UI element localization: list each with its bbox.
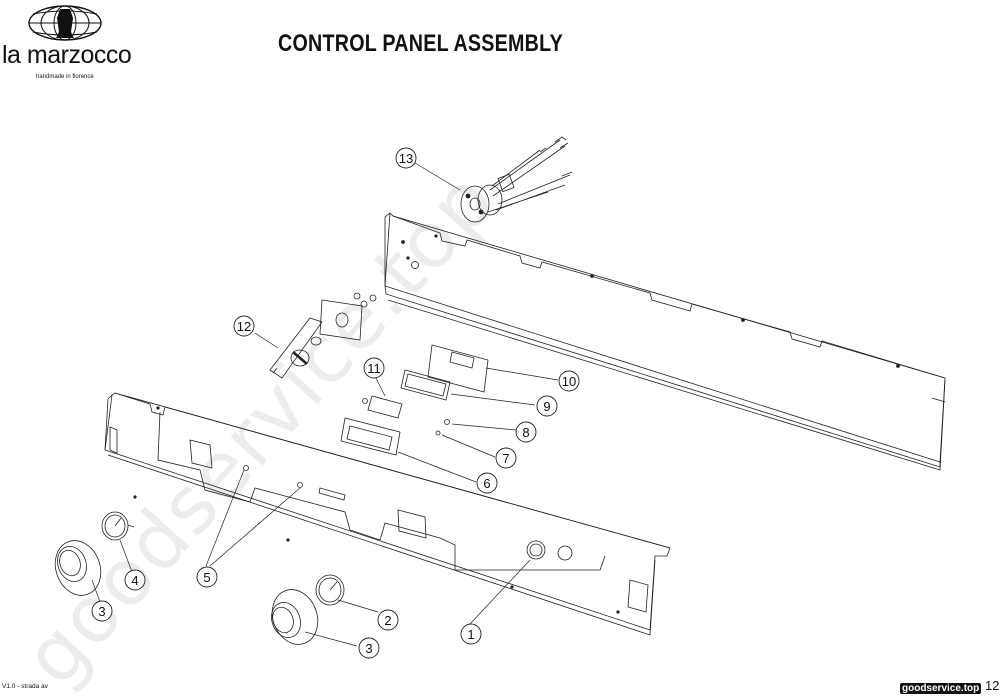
callout-4 xyxy=(124,569,146,591)
callout-label-12: 12 xyxy=(237,319,251,334)
callout-3b xyxy=(358,637,380,659)
brand-name: la marzocco xyxy=(2,41,132,69)
part-4-gauge xyxy=(101,511,135,541)
version-label: V1.0 - strada av xyxy=(2,683,48,690)
callout-label-11: 11 xyxy=(367,361,381,376)
part-1-gauge xyxy=(526,540,546,560)
callout-1 xyxy=(460,623,482,645)
part-12-rotary-switch xyxy=(269,292,377,379)
page-title: CONTROL PANEL ASSEMBLY xyxy=(278,30,563,57)
callout-13 xyxy=(395,147,417,169)
callouts xyxy=(91,147,580,659)
part-3-knob-right xyxy=(271,589,319,645)
callout-10 xyxy=(558,370,580,392)
part-13-switch-assembly xyxy=(460,136,573,223)
callout-8 xyxy=(515,421,537,443)
callout-label-8: 8 xyxy=(522,425,529,440)
callout-label-6: 6 xyxy=(483,476,490,491)
callout-3a xyxy=(91,600,113,622)
part-3-knob-left xyxy=(54,540,102,596)
callout-label-10: 10 xyxy=(562,374,576,389)
leader-lines xyxy=(91,162,559,647)
callout-label-4: 4 xyxy=(131,573,138,588)
callout-6 xyxy=(476,472,498,494)
callout-label-1: 1 xyxy=(467,627,474,642)
globe-lion-icon xyxy=(28,5,102,41)
callout-label-5: 5 xyxy=(203,570,210,585)
part-2-gauge xyxy=(315,574,345,606)
callout-11 xyxy=(363,357,385,379)
site-badge: goodservice.top xyxy=(900,683,982,694)
display-module-parts xyxy=(243,344,489,488)
callout-label-7: 7 xyxy=(502,451,509,466)
brand-tagline: handmade in florence xyxy=(36,74,94,80)
callout-9 xyxy=(536,395,558,417)
callout-label-3b: 3 xyxy=(365,641,372,656)
callout-12 xyxy=(233,315,255,337)
callout-label-9: 9 xyxy=(543,399,550,414)
callout-label-13: 13 xyxy=(399,151,413,166)
callout-7 xyxy=(495,447,517,469)
front-panel xyxy=(104,392,671,636)
callout-2 xyxy=(377,609,399,631)
callout-label-3a: 3 xyxy=(98,604,105,619)
rear-panel xyxy=(384,212,946,471)
la-marzocco-logo: la marzocco handmade in florence xyxy=(0,4,140,84)
callout-label-2: 2 xyxy=(384,613,391,628)
page-number: 12 xyxy=(985,678,1000,693)
callout-5 xyxy=(196,566,218,588)
